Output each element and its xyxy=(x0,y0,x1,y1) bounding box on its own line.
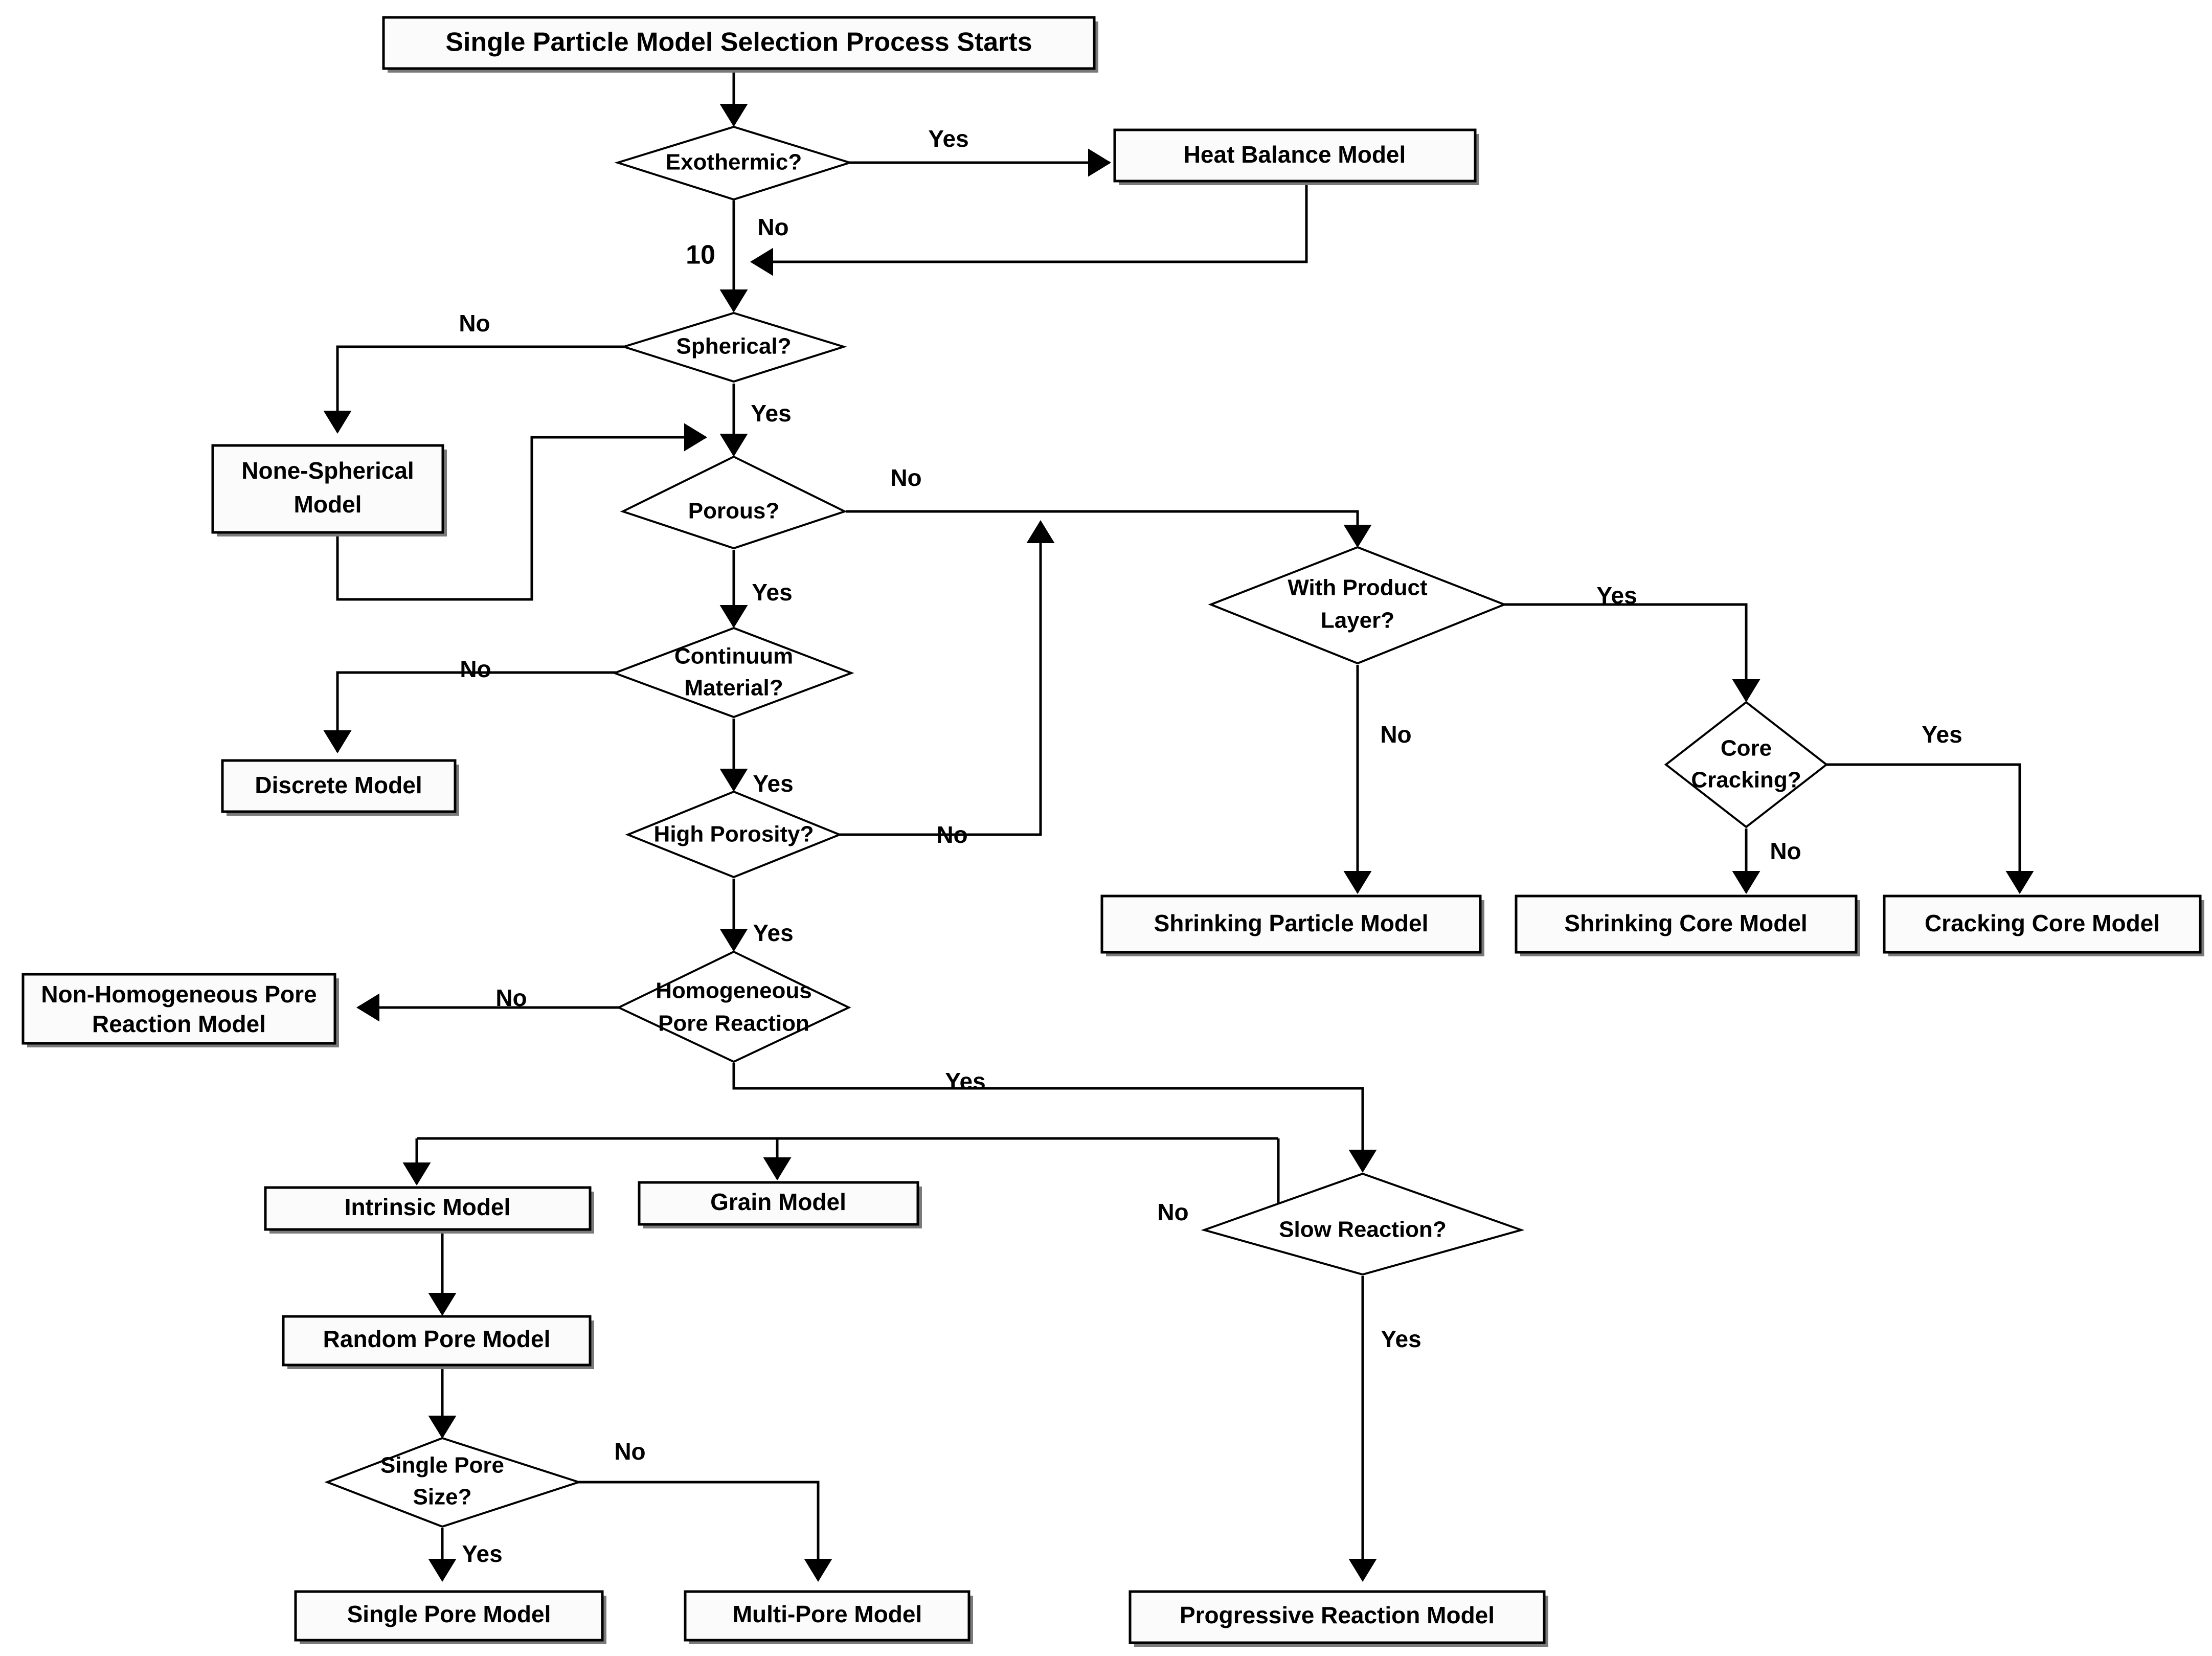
node-continuum-material[interactable]: Continuum Material? xyxy=(612,626,854,719)
node-with-product-label-2: Layer? xyxy=(1321,608,1394,633)
label-homogeneous-no: No xyxy=(495,984,527,1011)
node-single-pore-size-label-1: Single Pore xyxy=(380,1453,504,1478)
node-homogeneous-label-1: Homogeneous xyxy=(656,978,812,1003)
node-intrinsic-model[interactable]: Intrinsic Model xyxy=(264,1186,594,1234)
node-multi-pore-model[interactable]: Multi-Pore Model xyxy=(684,1590,973,1644)
label-connector-10: 10 xyxy=(686,240,715,270)
node-discrete-label: Discrete Model xyxy=(255,772,422,798)
edge-highporosity-no xyxy=(836,520,1055,836)
node-slow-reaction[interactable]: Slow Reaction? xyxy=(1201,1172,1525,1276)
node-high-porosity-label: High Porosity? xyxy=(654,822,814,847)
edge-heatbalance-return xyxy=(750,184,1308,276)
node-slow-reaction-label: Slow Reaction? xyxy=(1279,1217,1447,1242)
label-single-pore-size-no: No xyxy=(614,1438,645,1465)
node-cracking-core-label: Cracking Core Model xyxy=(1925,910,2160,936)
node-homogeneous-pore-reaction[interactable]: Homogeneous Pore Reaction xyxy=(616,950,851,1063)
node-exothermic-label: Exothermic? xyxy=(666,150,802,175)
node-discrete-model[interactable]: Discrete Model xyxy=(221,759,459,816)
node-non-homogeneous-pore-reaction-model[interactable]: Non-Homogeneous Pore Reaction Model xyxy=(21,973,339,1047)
node-grain-label: Grain Model xyxy=(710,1189,846,1215)
node-cracking-core-model[interactable]: Cracking Core Model xyxy=(1883,894,2204,956)
node-single-pore-size[interactable]: Single Pore Size? xyxy=(324,1437,582,1528)
node-with-product-layer[interactable]: With Product Layer? xyxy=(1208,546,1507,665)
node-intrinsic-label: Intrinsic Model xyxy=(345,1194,511,1220)
edge-continuum-no xyxy=(323,671,616,754)
edge-withproduct-yes xyxy=(1503,603,1760,703)
node-single-pore-size-label-2: Size? xyxy=(413,1485,472,1510)
label-spherical-yes: Yes xyxy=(751,400,791,427)
edges-layer xyxy=(323,68,2034,1582)
node-homogeneous-label-2: Pore Reaction xyxy=(658,1011,809,1036)
node-continuum-label-2: Material? xyxy=(684,676,783,701)
label-high-porosity-no: No xyxy=(936,821,967,848)
node-random-pore-model[interactable]: Random Pore Model xyxy=(282,1315,594,1369)
node-with-product-label-1: With Product xyxy=(1288,575,1428,600)
edge-homogeneous-yes xyxy=(732,1063,1377,1173)
node-none-spherical-model[interactable]: None-Spherical Model xyxy=(211,444,447,536)
label-spherical-no: No xyxy=(459,310,490,337)
node-core-cracking[interactable]: Core Cracking? xyxy=(1664,701,1829,829)
node-non-homogeneous-label-2: Reaction Model xyxy=(92,1011,266,1037)
label-porous-yes: Yes xyxy=(752,579,792,606)
edge-porous-no xyxy=(846,510,1372,548)
edge-corecracking-yes xyxy=(1825,763,2034,894)
node-shrinking-particle-label: Shrinking Particle Model xyxy=(1154,910,1429,936)
node-start-label: Single Particle Model Selection Process … xyxy=(445,28,1032,57)
label-with-product-yes: Yes xyxy=(1596,582,1637,609)
label-slow-reaction-yes: Yes xyxy=(1381,1326,1421,1352)
node-spherical[interactable]: Spherical? xyxy=(620,311,847,383)
label-porous-no: No xyxy=(890,464,921,491)
label-homogeneous-yes: Yes xyxy=(945,1068,985,1094)
node-single-pore-model[interactable]: Single Pore Model xyxy=(294,1590,606,1644)
node-core-cracking-label-2: Cracking? xyxy=(1691,768,1801,793)
label-exothermic-no: No xyxy=(757,214,788,240)
node-shrinking-core-model[interactable]: Shrinking Core Model xyxy=(1515,894,1860,956)
node-porous-label: Porous? xyxy=(688,499,779,524)
node-grain-model[interactable]: Grain Model xyxy=(638,1181,922,1228)
node-single-pore-label: Single Pore Model xyxy=(347,1601,551,1627)
node-heat-balance-model[interactable]: Heat Balance Model xyxy=(1113,128,1479,185)
label-with-product-no: No xyxy=(1380,721,1411,748)
label-continuum-no: No xyxy=(460,656,491,682)
node-shrinking-particle-model[interactable]: Shrinking Particle Model xyxy=(1100,894,1484,956)
node-high-porosity[interactable]: High Porosity? xyxy=(625,790,843,879)
node-random-pore-label: Random Pore Model xyxy=(323,1326,551,1352)
node-shrinking-core-label: Shrinking Core Model xyxy=(1564,910,1807,936)
node-none-spherical-label-2: Model xyxy=(294,491,362,518)
edge-spherical-no xyxy=(323,345,625,434)
node-exothermic[interactable]: Exothermic? xyxy=(614,125,853,201)
node-start[interactable]: Single Particle Model Selection Process … xyxy=(382,16,1098,73)
node-continuum-label-1: Continuum xyxy=(674,644,793,669)
label-high-porosity-yes: Yes xyxy=(753,920,793,946)
label-core-cracking-yes: Yes xyxy=(1922,721,1962,748)
node-heat-balance-label: Heat Balance Model xyxy=(1184,141,1406,168)
node-multi-pore-label: Multi-Pore Model xyxy=(733,1601,922,1627)
label-single-pore-size-yes: Yes xyxy=(462,1540,502,1567)
edge-nonespherical-loop xyxy=(336,423,708,601)
node-progressive-reaction-model[interactable]: Progressive Reaction Model xyxy=(1128,1590,1548,1647)
node-spherical-label: Spherical? xyxy=(676,334,792,359)
edge-labels-layer: Yes No 10 No Yes No Yes No Yes No Yes No… xyxy=(459,125,1962,1567)
edge-sps-no xyxy=(578,1481,832,1582)
node-non-homogeneous-label-1: Non-Homogeneous Pore xyxy=(41,981,317,1008)
label-exothermic-yes: Yes xyxy=(928,125,968,152)
label-continuum-yes: Yes xyxy=(753,770,793,797)
label-core-cracking-no: No xyxy=(1770,838,1801,864)
label-slow-reaction-no: No xyxy=(1157,1199,1188,1225)
node-none-spherical-label-1: None-Spherical xyxy=(241,457,414,484)
node-porous[interactable]: Porous? xyxy=(620,455,848,550)
node-progressive-label: Progressive Reaction Model xyxy=(1180,1602,1495,1628)
node-core-cracking-label-1: Core xyxy=(1721,736,1772,761)
